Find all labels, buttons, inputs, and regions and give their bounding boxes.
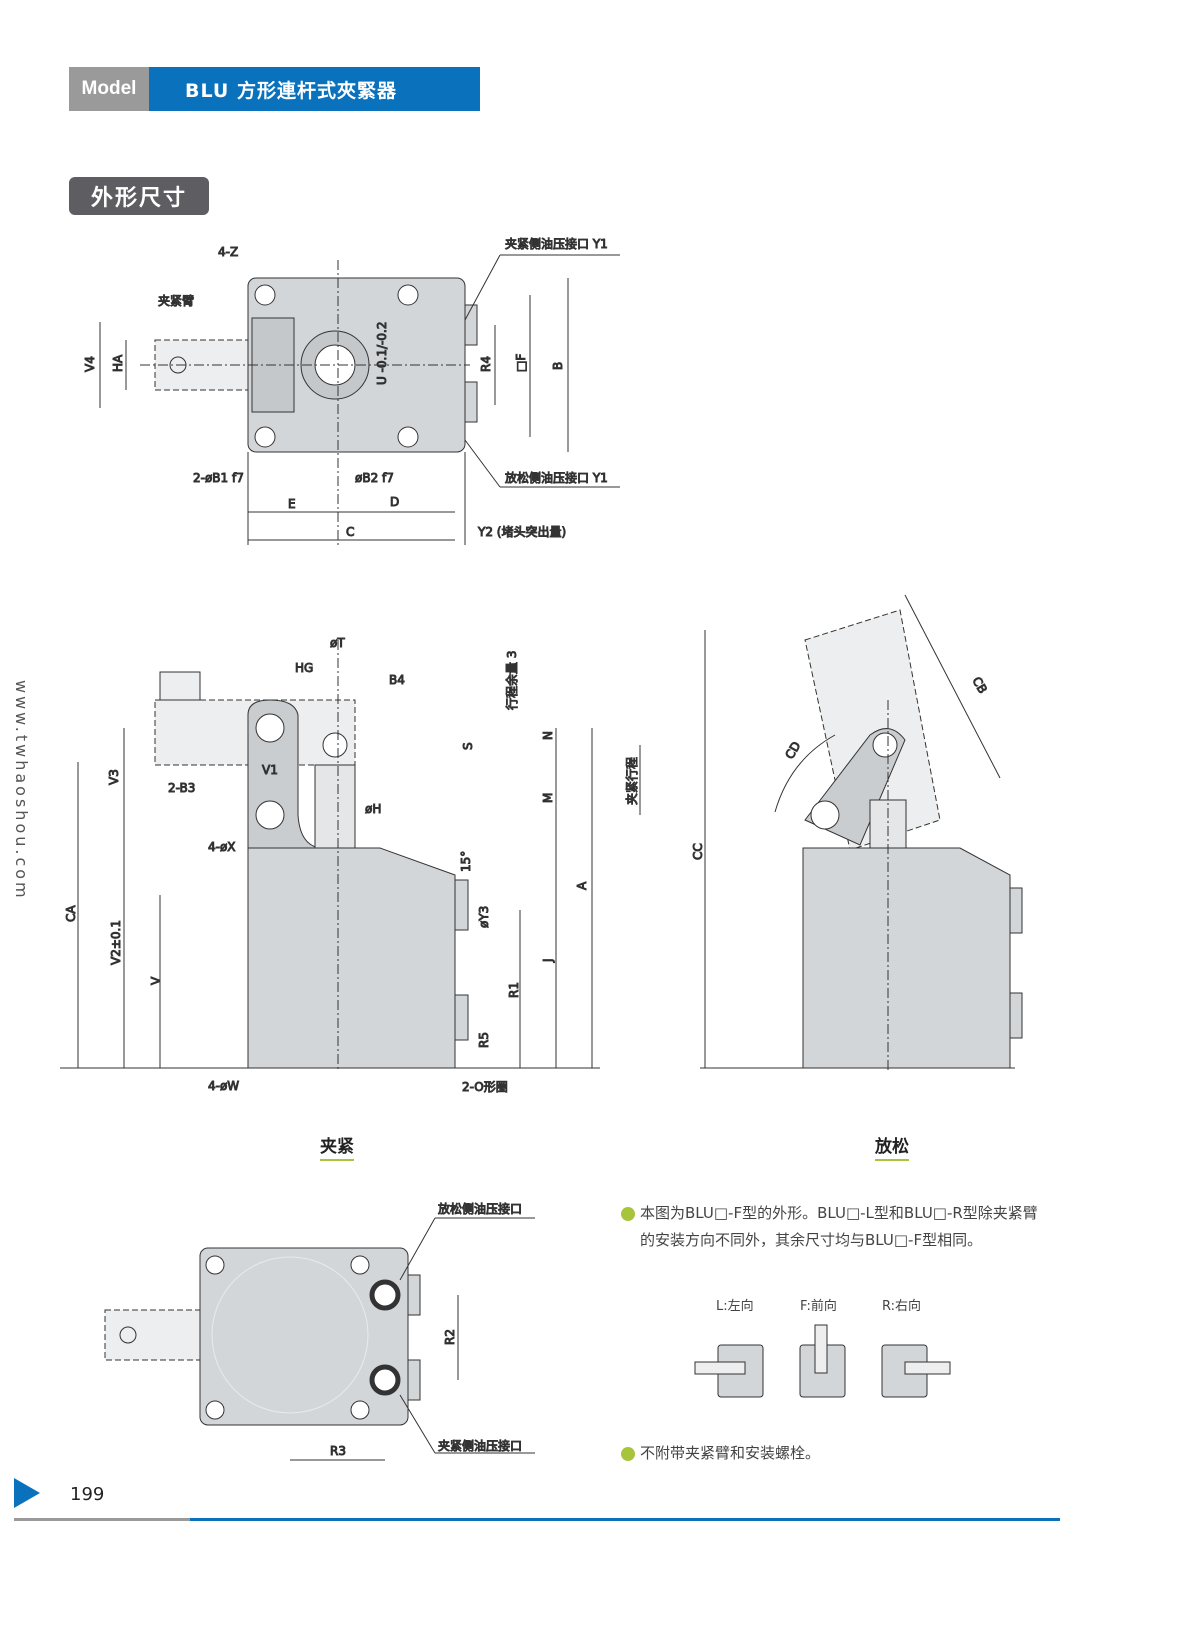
model-tag: Model xyxy=(69,67,149,111)
label-clamp-port-y1: 夹紧侧油压接口 Y1 xyxy=(505,236,608,251)
label-cc: CC xyxy=(691,843,705,860)
top-view-drawing xyxy=(99,254,620,545)
label-v: V xyxy=(149,976,163,985)
caption-clamped: 夹紧 xyxy=(320,1132,354,1161)
label-15deg: 15° xyxy=(459,851,473,872)
footer-divider xyxy=(14,1518,1060,1521)
label-r3: R3 xyxy=(330,1444,346,1458)
label-r5: R5 xyxy=(477,1032,491,1048)
label-x: 4-øX xyxy=(208,840,236,854)
label-r2: R2 xyxy=(443,1329,457,1345)
label-v1: V1 xyxy=(262,763,278,777)
label-c: C xyxy=(346,525,354,539)
variant-r-drawing xyxy=(881,1344,951,1398)
variant-f-label: F:前向 xyxy=(800,1299,837,1314)
label-cb: CB xyxy=(969,675,989,696)
model-header: Model BLU 方形連杆式夾緊器 xyxy=(69,67,480,111)
footer-divider-accent xyxy=(14,1518,190,1521)
label-h: øH xyxy=(365,802,381,816)
label-m: M xyxy=(541,793,555,803)
note-accessories: 不附带夹紧臂和安装螺栓。 xyxy=(640,1444,821,1462)
label-v3: V3 xyxy=(107,769,121,785)
variant-l-label: L:左向 xyxy=(716,1299,754,1314)
bullet-icon xyxy=(621,1447,635,1461)
label-b3: 2-B3 xyxy=(168,781,195,795)
label-o-ring: 2-O形圈 xyxy=(462,1080,508,1094)
label-bottom-clamp-port: 夹紧侧油压接口 xyxy=(438,1438,522,1453)
label-j: J xyxy=(541,958,555,963)
website-url: www.twhaoshou.com xyxy=(12,680,31,901)
page-number: 199 xyxy=(70,1484,105,1505)
label-v2: V2±0.1 xyxy=(109,920,123,965)
variant-f-drawing xyxy=(799,1324,846,1398)
label-release-port-y1: 放松侧油压接口 Y1 xyxy=(505,470,608,485)
label-r4: R4 xyxy=(479,356,493,372)
label-b2: øB2 f7 xyxy=(355,471,394,485)
label-ca: CA xyxy=(64,905,78,922)
label-u: U -0.1/-0.2 xyxy=(375,322,389,385)
label-clamp-stroke: 夹紧行程 xyxy=(624,757,639,805)
label-b1: 2-øB1 f7 xyxy=(193,471,244,485)
model-title: BLU 方形連杆式夾緊器 xyxy=(185,79,397,102)
label-hg: HG xyxy=(295,661,313,675)
caption-released: 放松 xyxy=(875,1132,909,1161)
section-title: 外形尺寸 xyxy=(69,177,209,215)
label-f: □F xyxy=(514,354,528,372)
bottom-view-drawing xyxy=(104,1217,535,1461)
label-b: B xyxy=(551,362,565,370)
label-w: 4-øW xyxy=(208,1079,239,1093)
label-a: A xyxy=(575,881,589,890)
label-y3: øY3 xyxy=(477,906,491,928)
variant-r-label: R:右向 xyxy=(882,1299,922,1314)
page-marker-icon xyxy=(14,1478,40,1508)
label-t: øT xyxy=(330,636,345,650)
clamp-view-drawing xyxy=(60,640,641,1070)
note-variants: 本图为BLU□-F型的外形。BLU□-L型和BLU□-R型除夹紧臂的安装方向不同… xyxy=(640,1204,1038,1249)
label-4z: 4-Z xyxy=(218,245,238,259)
label-stroke-margin: 行程余量 3 xyxy=(504,651,519,710)
release-view-drawing xyxy=(700,594,1023,1070)
label-r1: R1 xyxy=(507,982,521,998)
variant-l-drawing xyxy=(694,1344,764,1398)
label-v4: V4 xyxy=(83,356,97,372)
label-s: S xyxy=(461,742,475,750)
label-n: N xyxy=(541,731,555,740)
label-d: D xyxy=(390,495,399,509)
label-clamp-arm: 夹紧臂 xyxy=(158,294,194,308)
label-y2: Y2 (堵头突出量) xyxy=(477,524,566,539)
label-cd: CD xyxy=(782,739,803,761)
label-e: E xyxy=(288,497,296,511)
bullet-icon xyxy=(621,1207,635,1221)
label-bottom-release-port: 放松侧油压接口 xyxy=(438,1201,522,1216)
label-ha: HA xyxy=(111,354,125,372)
label-b4: B4 xyxy=(389,673,405,687)
